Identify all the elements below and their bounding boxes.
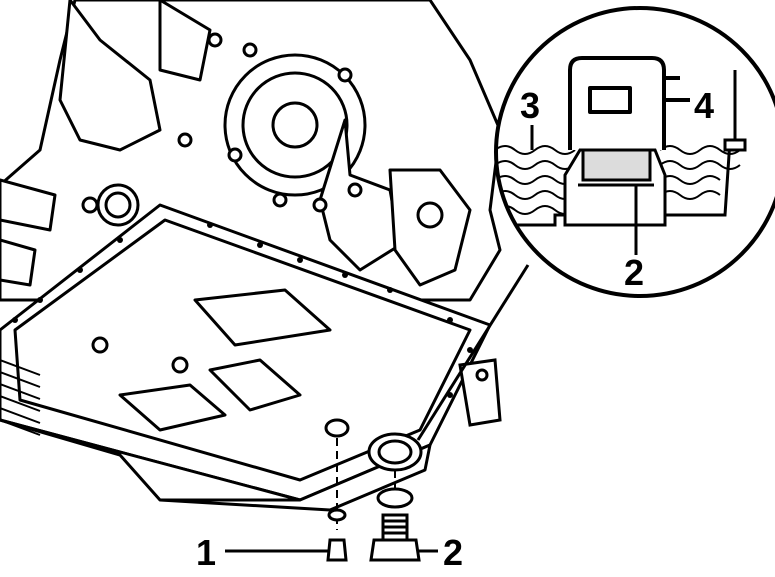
detail-connector xyxy=(416,264,530,441)
filler-plug-washer xyxy=(376,487,414,509)
side-bracket xyxy=(458,358,502,427)
transmission-housing xyxy=(0,0,502,302)
filler-plug xyxy=(369,513,421,562)
filler-opening xyxy=(367,432,423,472)
callout-1: 1 xyxy=(196,532,216,573)
detail-callout-4: 4 xyxy=(694,85,714,126)
callout-2: 2 xyxy=(443,532,463,573)
filler-neck-section xyxy=(563,148,667,227)
drain-plug xyxy=(326,538,348,562)
detail-callout-3: 3 xyxy=(520,85,540,126)
filler-plug-assembly: 2 xyxy=(369,470,463,573)
level-gauge xyxy=(568,56,690,150)
fluid-level xyxy=(496,145,741,215)
drain-hole xyxy=(324,418,350,438)
drain-plug-washer xyxy=(327,508,347,522)
detail-inset: 3 4 2 xyxy=(494,6,775,298)
oil-pan xyxy=(0,203,492,512)
detail-callout-2: 2 xyxy=(624,252,644,293)
drain-plug-assembly: 1 xyxy=(196,418,350,573)
housing-fins xyxy=(0,359,41,436)
